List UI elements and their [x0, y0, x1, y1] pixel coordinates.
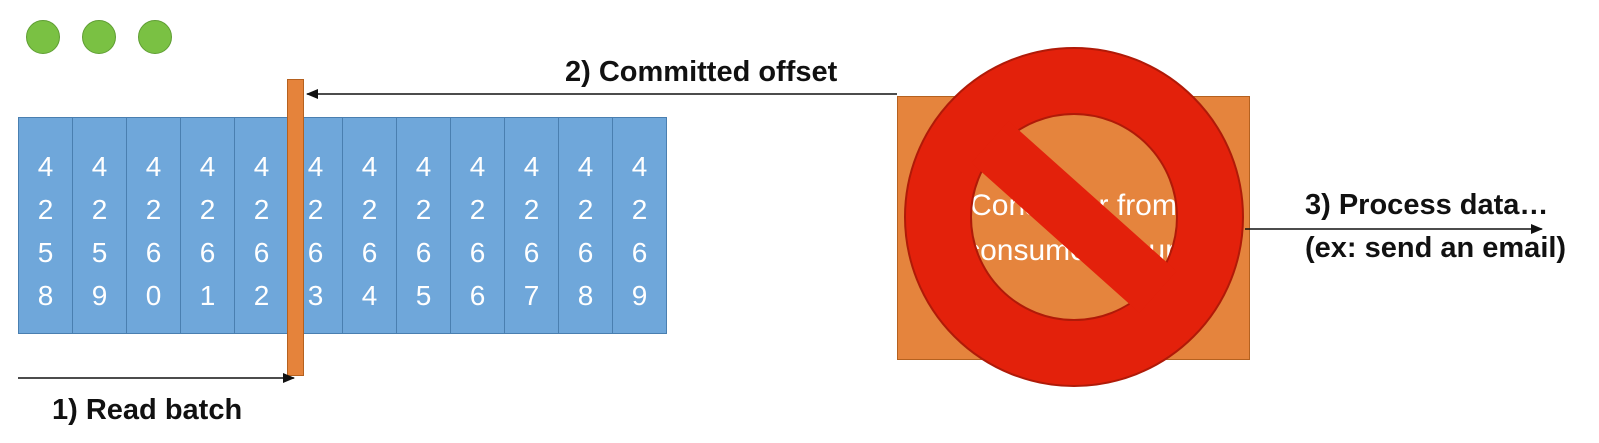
window-dot-3 [138, 20, 172, 54]
window-dot-2 [82, 20, 116, 54]
process-data-label: 3) Process data… [1305, 189, 1549, 221]
process-example-label: (ex: send an email) [1305, 232, 1567, 264]
committed-offset-label: 2) Committed offset [565, 56, 838, 88]
window-dot-1 [26, 20, 60, 54]
read-batch-label: 1) Read batch [52, 394, 243, 426]
committed-offset-marker [287, 79, 304, 376]
prohibited-icon [904, 46, 1244, 388]
